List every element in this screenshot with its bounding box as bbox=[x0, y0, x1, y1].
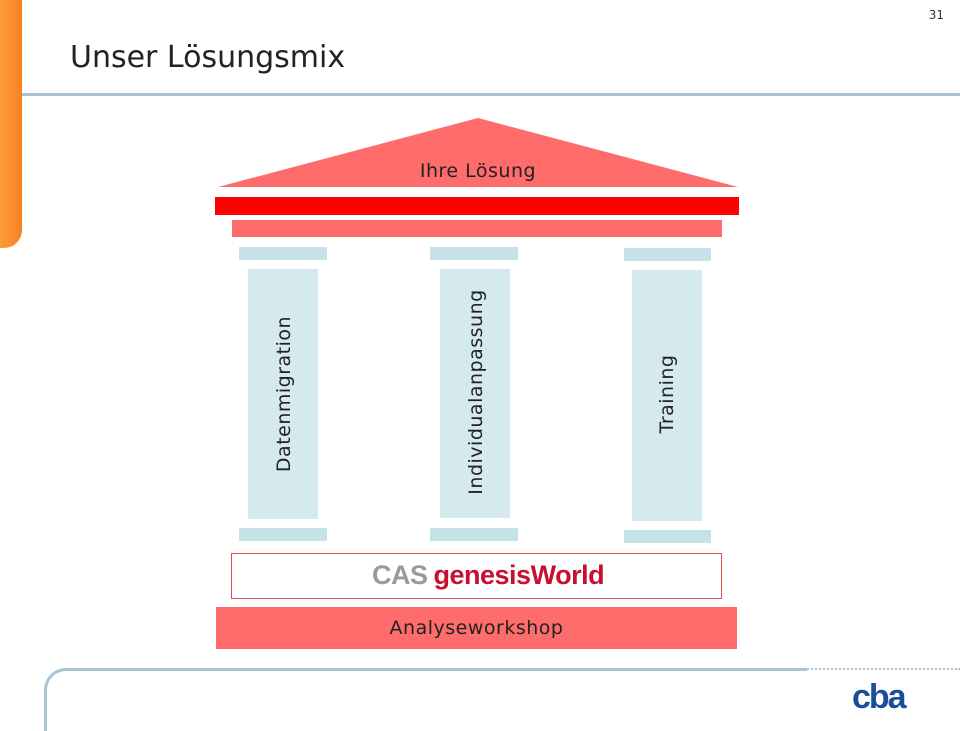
roof-triangle bbox=[218, 118, 738, 187]
cba-logo: cba bbox=[852, 678, 907, 716]
pillar-shaft bbox=[440, 269, 510, 518]
roof-beam-red bbox=[215, 197, 739, 215]
pillar-base bbox=[430, 528, 518, 541]
pillar-capital bbox=[624, 248, 711, 261]
pillar-label-individualanpassung: Individualanpassung bbox=[465, 289, 487, 495]
title-divider bbox=[22, 93, 960, 96]
footer-bracket bbox=[44, 668, 807, 731]
logo-cas-text: CAS bbox=[372, 560, 428, 590]
roof-beam-pink bbox=[232, 220, 722, 237]
page-number: 31 bbox=[928, 8, 944, 22]
pillar-base bbox=[239, 528, 327, 541]
pillar-capital bbox=[430, 247, 518, 260]
logo-world-text: World bbox=[530, 560, 605, 590]
foundation-label: Analyseworkshop bbox=[216, 607, 737, 649]
footer-dotted-line bbox=[792, 668, 960, 670]
roof-label: Ihre Lösung bbox=[419, 160, 537, 182]
pillar-label-training: Training bbox=[656, 354, 678, 434]
pillar-label-datenmigration: Datenmigration bbox=[273, 315, 295, 473]
orange-accent-bar bbox=[0, 0, 22, 248]
pillar-capital bbox=[239, 247, 327, 260]
pillar-shaft bbox=[632, 270, 702, 521]
pillar-shaft bbox=[248, 269, 318, 519]
pillar-base bbox=[624, 530, 711, 543]
logo-genesis-text: genesis bbox=[433, 560, 532, 590]
slide-title: Unser Lösungsmix bbox=[70, 40, 346, 75]
